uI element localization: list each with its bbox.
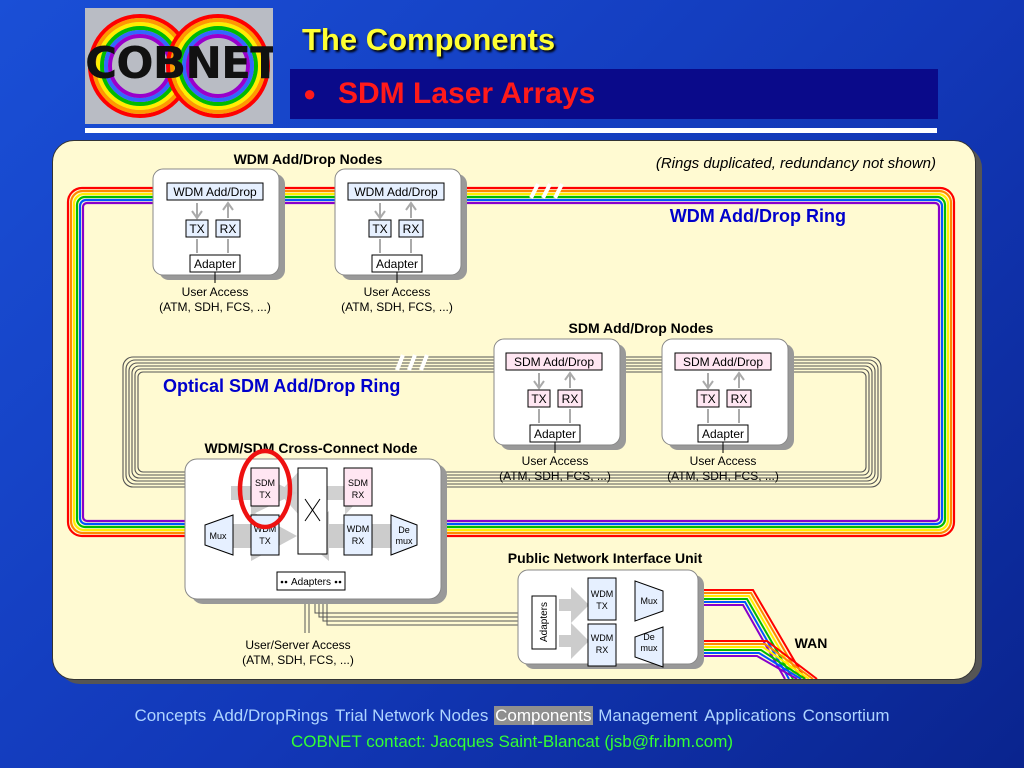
cross-connect-node: SDM TX SDM RX WDM TX WDM RX Mux De mux A… <box>184 448 447 604</box>
pniu-demux-block <box>634 626 664 668</box>
wdm-nodes-title: WDM Add/Drop Nodes <box>234 151 383 167</box>
nav-trial-network-nodes[interactable]: Trial Network Nodes <box>335 706 489 725</box>
svg-text:WDM: WDM <box>591 589 614 599</box>
svg-text:Mux: Mux <box>209 531 227 541</box>
svg-text:Adapter: Adapter <box>702 427 744 441</box>
diagram-panel: WDM Add/Drop Nodes (Rings duplicated, re… <box>52 140 976 680</box>
svg-text:Mux: Mux <box>640 596 658 606</box>
svg-text:TX: TX <box>259 536 271 546</box>
svg-text:WDM: WDM <box>347 524 370 534</box>
svg-text:Adapter: Adapter <box>534 427 576 441</box>
svg-text:RX: RX <box>352 536 365 546</box>
svg-text:RX: RX <box>403 222 420 236</box>
svg-text:De: De <box>643 632 655 642</box>
page-title: The Components <box>302 22 556 57</box>
sdm-tx-highlight <box>237 448 293 530</box>
svg-text:SDM Add/Drop: SDM Add/Drop <box>514 355 594 369</box>
svg-text:SDM: SDM <box>348 478 368 488</box>
svg-text:TX: TX <box>372 222 387 236</box>
footer-contact[interactable]: COBNET contact: Jacques Saint-Blancat (j… <box>290 732 734 751</box>
pniu-adapters-block <box>531 595 557 650</box>
cc-adapters-block <box>276 571 346 591</box>
svg-text:RX: RX <box>220 222 237 236</box>
wan-lines <box>693 589 818 679</box>
network-diagram: WDM Add/Drop Nodes (Rings duplicated, re… <box>66 151 956 679</box>
svg-text:(ATM, SDH, FCS, ...): (ATM, SDH, FCS, ...) <box>499 469 611 483</box>
svg-text:Adapter: Adapter <box>194 257 236 271</box>
sdm-node-1: SDM Add/Drop TX RX Adapter User Access (… <box>493 338 626 483</box>
cross-connect-title: WDM/SDM Cross-Connect Node <box>204 440 417 456</box>
svg-text:(ATM, SDH, FCS, ...): (ATM, SDH, FCS, ...) <box>159 300 271 314</box>
logo-text: COBNET <box>85 38 273 89</box>
svg-text:User Access: User Access <box>690 454 757 468</box>
cross-switch-block <box>297 467 328 555</box>
wdm-add-drop-ring <box>66 186 956 538</box>
svg-text:WDM: WDM <box>591 633 614 643</box>
svg-text:mux: mux <box>640 643 658 653</box>
svg-text:SDM Add/Drop: SDM Add/Drop <box>683 355 763 369</box>
sdm-rx-block <box>343 467 373 507</box>
nav-consortium[interactable]: Consortium <box>802 706 890 725</box>
svg-text:WDM Add/Drop: WDM Add/Drop <box>173 185 257 199</box>
svg-text:TX: TX <box>700 392 715 406</box>
svg-text:RX: RX <box>596 645 609 655</box>
pniu-wdm-rx-block <box>587 623 617 667</box>
pniu-mux-block <box>634 580 664 622</box>
sdm-ring-break-marks <box>395 354 429 371</box>
nav-concepts[interactable]: Concepts <box>134 706 207 725</box>
svg-text:(ATM, SDH, FCS, ...): (ATM, SDH, FCS, ...) <box>341 300 453 314</box>
wdm-tx-block <box>250 514 280 556</box>
svg-text:User Access: User Access <box>182 285 249 299</box>
page-subtitle: SDM Laser Arrays <box>338 77 596 110</box>
demux-block <box>390 514 418 556</box>
svg-text:Adapters: Adapters <box>539 602 550 642</box>
sdm-node-2: SDM Add/Drop TX RX Adapter User Access (… <box>661 338 794 483</box>
svg-text:De: De <box>398 525 410 535</box>
wdm-ring-label: WDM Add/Drop Ring <box>670 206 846 226</box>
sdm-ring-label: Optical SDM Add/Drop Ring <box>163 376 400 396</box>
svg-text:RX: RX <box>352 490 365 500</box>
pniu-title: Public Network Interface Unit <box>508 550 703 566</box>
nav-management[interactable]: Management <box>598 706 698 725</box>
sdm-tx-block <box>250 467 280 507</box>
svg-text:SDM: SDM <box>255 478 275 488</box>
redundancy-note: (Rings duplicated, redundancy not shown) <box>656 155 936 172</box>
subtitle-bar <box>290 69 938 119</box>
mux-block <box>204 514 234 556</box>
wdm-node-1: WDM Add/Drop TX RX Adapter User Access (… <box>152 168 285 314</box>
header-rule <box>85 128 937 133</box>
svg-text:mux: mux <box>395 536 413 546</box>
svg-text:TX: TX <box>259 490 271 500</box>
nav-components[interactable]: Components <box>494 706 593 725</box>
svg-text:(ATM, SDH, FCS, ...): (ATM, SDH, FCS, ...) <box>667 469 779 483</box>
wdm-node-2: WDM Add/Drop TX RX Adapter User Access (… <box>334 168 467 314</box>
svg-text:User Access: User Access <box>522 454 589 468</box>
pniu-node: Adapters WDM TX WDM RX Mux De mux <box>517 569 704 669</box>
nav-add-drop-rings[interactable]: Add/DropRings <box>213 706 329 725</box>
svg-text:RX: RX <box>731 392 748 406</box>
cobnet-logo: COBNET <box>85 8 273 124</box>
pniu-wdm-tx-block <box>587 577 617 621</box>
svg-text:TX: TX <box>596 601 608 611</box>
svg-text:TX: TX <box>531 392 546 406</box>
svg-text:RX: RX <box>562 392 579 406</box>
ring-break-marks <box>529 183 564 199</box>
bullet-icon: ● <box>303 81 317 106</box>
footer-nav: Concepts Add/DropRings Trial Network Nod… <box>0 706 1024 726</box>
svg-text:TX: TX <box>189 222 204 236</box>
logo-rings <box>88 14 270 118</box>
svg-text:Adapter: Adapter <box>376 257 418 271</box>
sdm-nodes-title: SDM Add/Drop Nodes <box>569 320 714 336</box>
cc-access-line1: User/Server Access <box>245 638 350 652</box>
nav-applications[interactable]: Applications <box>704 706 796 725</box>
svg-text:User Access: User Access <box>364 285 431 299</box>
svg-text:Adapters: Adapters <box>291 577 331 588</box>
cc-access-line2: (ATM, SDH, FCS, ...) <box>242 653 354 667</box>
svg-text:WDM Add/Drop: WDM Add/Drop <box>354 185 438 199</box>
wdm-rx-block <box>343 514 373 556</box>
wan-label: WAN <box>795 635 828 651</box>
